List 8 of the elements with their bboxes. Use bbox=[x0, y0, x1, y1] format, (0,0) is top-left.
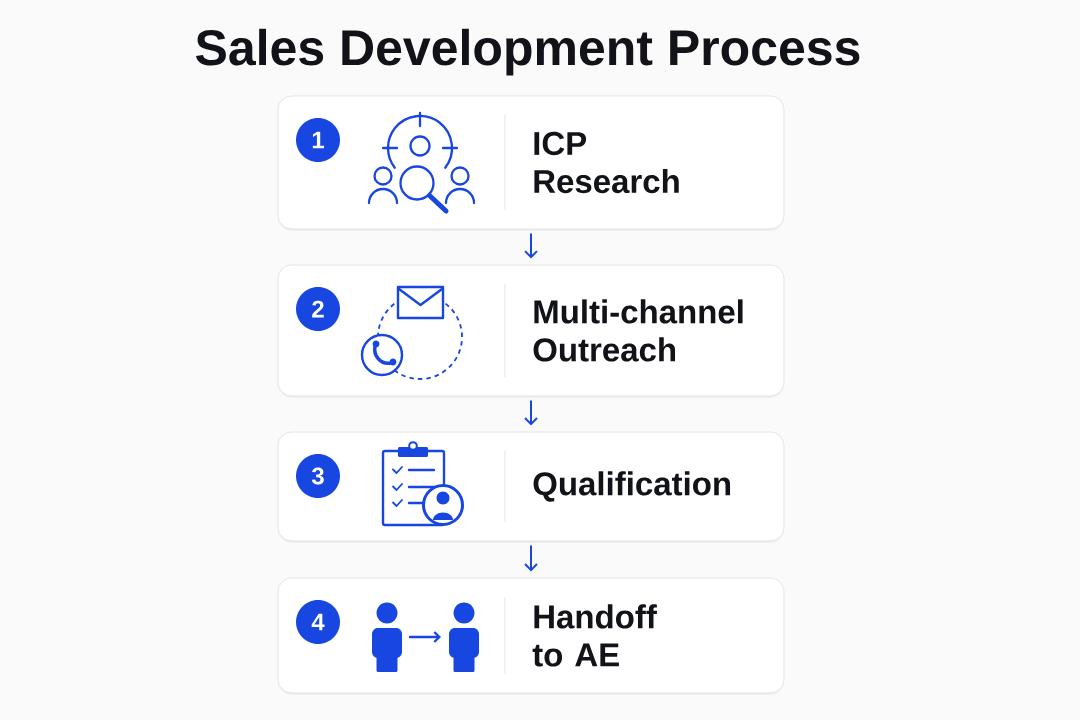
step-number: 3 bbox=[296, 454, 340, 498]
arrow bbox=[524, 544, 538, 572]
step-number: 2 bbox=[296, 287, 340, 331]
arrow bbox=[524, 399, 538, 426]
step-number: 4 bbox=[296, 600, 340, 644]
arrow bbox=[524, 232, 538, 259]
step-number: 1 bbox=[296, 118, 340, 162]
title: Sales Development Process bbox=[195, 28, 860, 76]
